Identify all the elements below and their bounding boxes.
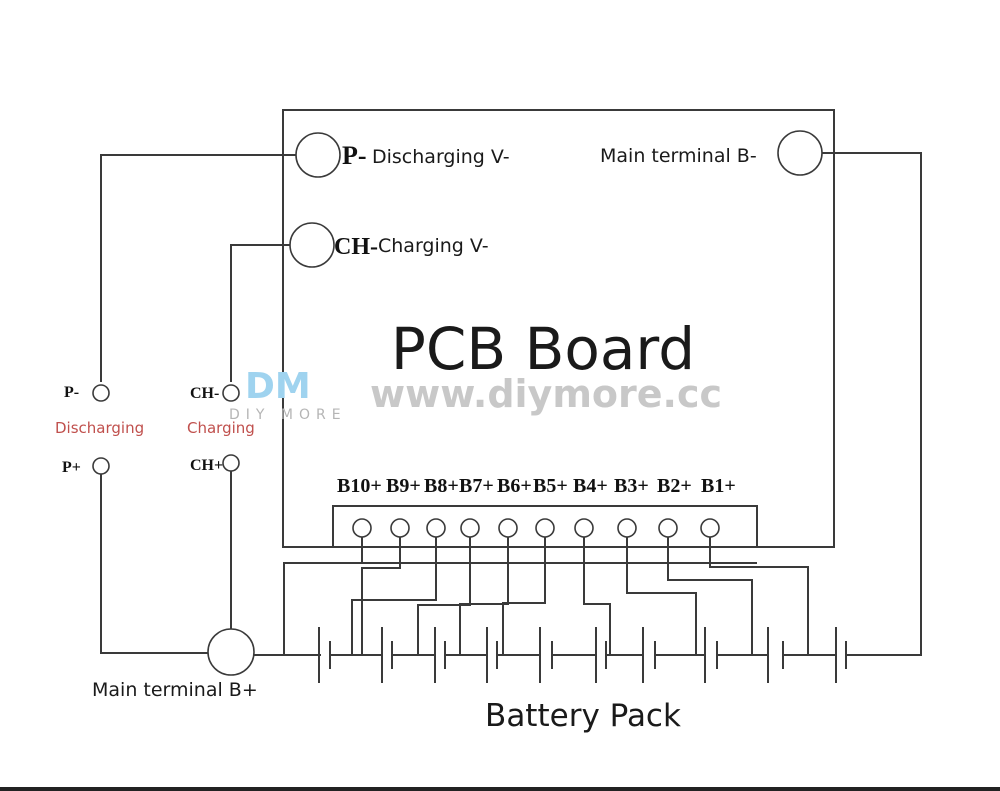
balance-wire-b2-plus: [667, 537, 753, 655]
charging-ch-minus-code: CH-: [190, 385, 219, 402]
main-terminal-b-plus-label: Main terminal B+: [92, 679, 258, 701]
balance-pin-label-b1-plus: B1+: [701, 475, 736, 497]
balance-wire-b5-plus: [502, 537, 546, 655]
wire-b-minus: [822, 152, 922, 656]
charging-ch-plus-code: CH+: [190, 457, 223, 474]
balance-pins: [352, 518, 720, 538]
balance-pin-b6-plus: [498, 518, 518, 538]
wire-p-plus: [100, 474, 208, 654]
balance-wires: [283, 537, 809, 655]
terminal-p-minus: P- Discharging V-: [295, 132, 510, 178]
bottom-border: [0, 787, 1000, 791]
balance-pin-b9-plus: [390, 518, 410, 538]
discharging-p-plus-pin: [92, 457, 110, 475]
balance-pin-label-b9-plus: B9+: [386, 475, 421, 497]
watermark-logo: DM: [245, 366, 311, 407]
main-terminal-b-plus: Main terminal B+: [92, 628, 258, 701]
terminal-p-minus-code: P-: [342, 141, 367, 170]
balance-wire-b8-plus: [351, 537, 437, 655]
discharging-p-minus-code: P-: [64, 384, 79, 401]
terminal-b-minus: Main terminal B-: [600, 130, 823, 176]
battery-cells: [318, 627, 847, 683]
balance-wire-b10-plus: [283, 537, 363, 655]
terminal-ch-minus-pad: [289, 222, 335, 268]
balance-pin-label-b7-plus: B7+: [459, 475, 494, 497]
discharging-port: P- Discharging P+: [55, 384, 144, 476]
balance-wire-b9-plus: [361, 537, 401, 655]
terminal-p-minus-pad: [295, 132, 341, 178]
balance-pin-label-b3-plus: B3+: [614, 475, 649, 497]
terminal-ch-minus-code: CH-: [334, 234, 378, 260]
terminal-p-minus-label: Discharging V-: [372, 146, 510, 168]
wire-p-minus: [100, 154, 296, 382]
balance-pin-label-b2-plus: B2+: [657, 475, 692, 497]
balance-wire-b7-plus: [417, 537, 471, 655]
balance-pin-b8-plus: [426, 518, 446, 538]
pcb-board-title: PCB Board: [391, 315, 695, 383]
balance-pin-label-b5-plus: B5+: [533, 475, 568, 497]
balance-pin-b5-plus: [535, 518, 555, 538]
charging-ch-minus-pin: [222, 384, 240, 402]
wire-ch-minus: [230, 244, 290, 382]
balance-pin-label-b10-plus: B10+: [337, 475, 382, 497]
balance-pin-labels: B10+B9+B8+B7+B6+B5+B4+ B3+ B2+ B1+: [337, 475, 736, 497]
balance-pin-b10-plus: [352, 518, 372, 538]
balance-pin-b4-plus: [574, 518, 594, 538]
balance-pin-b2-plus: [658, 518, 678, 538]
terminal-b-minus-pad: [777, 130, 823, 176]
terminal-b-minus-label: Main terminal B-: [600, 145, 757, 167]
discharging-p-minus-pin: [92, 384, 110, 402]
main-terminal-b-plus-pad: [207, 628, 255, 676]
balance-pin-label-b6-plus: B6+: [497, 475, 532, 497]
charging-label: Charging: [187, 419, 255, 437]
balance-wire-b6-plus: [459, 537, 509, 655]
discharging-label: Discharging: [55, 419, 144, 437]
watermark-url: www.diymore.cc: [370, 372, 722, 416]
charging-ch-plus-pin: [222, 454, 240, 472]
balance-pin-b3-plus: [617, 518, 637, 538]
battery-pack-label: Battery Pack: [485, 698, 681, 734]
balance-pin-label-b4-plus: B4+: [573, 475, 608, 497]
balance-pin-label-b8-plus: B8+: [424, 475, 459, 497]
terminal-ch-minus-label: Charging V-: [378, 235, 489, 257]
balance-wire-b3-plus: [626, 537, 697, 655]
terminal-ch-minus: CH- Charging V-: [289, 222, 489, 268]
discharging-p-plus-code: P+: [62, 459, 81, 476]
charging-port: CH- Charging CH+: [187, 384, 255, 474]
balance-pin-b7-plus: [460, 518, 480, 538]
balance-pin-b1-plus: [700, 518, 720, 538]
balance-wire-b1-plus: [709, 537, 809, 655]
watermark: DM DIY MORE www.diymore.cc: [229, 366, 722, 423]
watermark-logo-subtitle: DIY MORE: [229, 407, 347, 423]
balance-wire-b4-plus: [583, 537, 611, 655]
